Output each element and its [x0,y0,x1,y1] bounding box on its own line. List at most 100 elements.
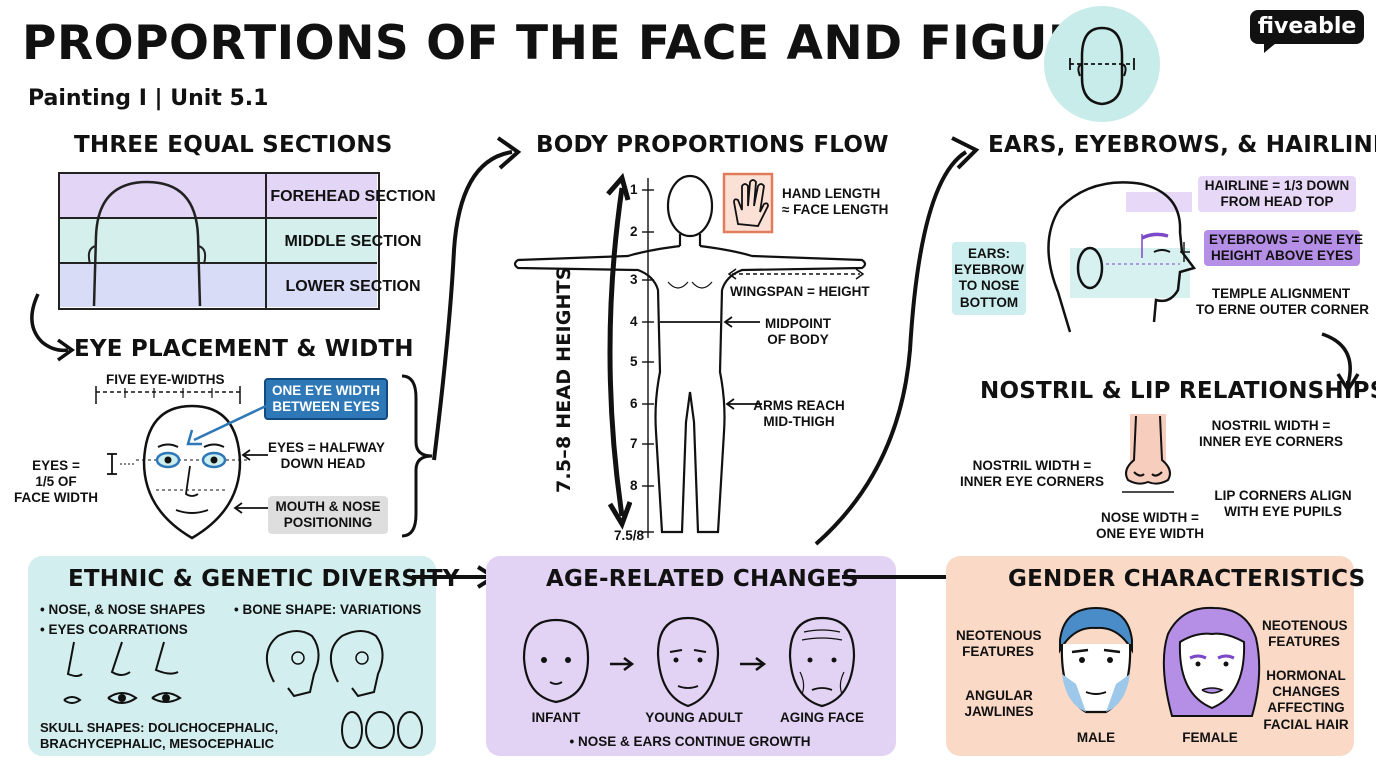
tick-label: 7 [630,436,638,451]
eyes-halfway-label: EYES = HALFWAY DOWN HEAD [268,440,385,472]
ears-title: EARS, EYEBROWS, & HAIRLINE [988,132,1376,158]
eyes-fifth-line3: FACE WIDTH [14,490,98,506]
middle-band [60,219,377,264]
aging-face-label: AGING FACE [780,710,865,725]
hairline-line2: FROM HEAD TOP [1220,194,1334,210]
arms-line1: ARMS REACH [753,398,845,413]
eyes-halfway-line1: EYES = HALFWAY [268,440,385,455]
forehead-section-label: FOREHEAD SECTION [265,174,439,219]
lip-line1: LIP CORNERS ALIGN [1214,488,1352,503]
young-adult-label: YOUNG ADULT [645,710,743,725]
nostril-right-line2: INNER EYE CORNERS [1198,434,1344,450]
angular-line2: JAWLINES [964,704,1034,720]
lower-section-label: LOWER SECTION [265,264,439,309]
angular-label: ANGULAR JAWLINES [960,688,1038,720]
nose-width-line2: ONE EYE WIDTH [1095,526,1204,542]
eyes-halfway-line2: DOWN HEAD [280,456,366,472]
hormonal-line1: HORMONAL [1266,668,1346,683]
ears-line3: TO NOSE [958,278,1020,294]
hairline-badge: HAIRLINE = 1/3 DOWN FROM HEAD TOP [1198,176,1356,213]
page-subtitle: Painting I | Unit 5.1 [28,86,269,111]
skull-icon [266,630,384,698]
nose-icon [1122,414,1174,493]
height-ruler-icon [642,178,654,538]
gender-panel [946,556,1354,756]
midpoint-line1: MIDPOINT [765,316,831,331]
nostril-left-line2: INNER EYE CORNERS [959,474,1105,490]
female-label: FEMALE [1182,730,1238,745]
nostril-left-label: NOSTRIL WIDTH = INNER EYE CORNERS [958,458,1106,490]
front-face-icon [136,404,248,540]
ethnic-bullet-2: • EYES COARRATIONS [40,622,188,637]
hand-line1: HAND LENGTH [782,186,881,201]
flow-arrow-icon [432,136,522,461]
hand-length-label: HAND LENGTH ≈ FACE LENGTH [782,186,888,218]
wingspan-arrow-icon [727,268,865,280]
mouth-nose-line2: POSITIONING [283,515,373,531]
small-arrow-icon [725,398,762,410]
angular-line1: ANGULAR [965,688,1033,703]
nostril-right-label: NOSTRIL WIDTH = INNER EYE CORNERS [1196,418,1346,450]
tick-label: 3 [630,272,638,287]
nose-width-label: NOSE WIDTH = ONE EYE WIDTH [1086,510,1214,542]
human-figure-icon [513,174,867,534]
five-eye-widths-label: FIVE EYE-WIDTHS [106,372,225,387]
neo-left-label: NEOTENOUS FEATURES [956,628,1042,660]
one-eye-between-badge: ONE EYE WIDTH BETWEEN EYES [264,378,388,421]
hormonal-line2: CHANGES [1272,684,1340,700]
small-arrow-icon [723,316,760,328]
tick-label: 2 [630,224,638,239]
ethnic-bullet-3: • BONE SHAPE: VARIATIONS [234,602,422,617]
tick-label: 7.5/8 [614,528,645,543]
skull-line1: SKULL SHAPES: DOLICHOCEPHALIC, [40,720,279,735]
eyebrows-line2: HEIGHT ABOVE EYES [1210,248,1354,264]
body-flow-title: BODY PROPORTIONS FLOW [536,132,889,158]
hormonal-line4: FACIAL HAIR [1263,716,1349,732]
middle-section-label: MIDDLE SECTION [265,219,439,264]
neo-left-line2: FEATURES [962,644,1034,660]
face-measure-icon [1044,6,1160,122]
male-female-faces-icon [1059,606,1261,717]
age-note: • NOSE & EARS CONTINUE GROWTH [569,734,811,749]
neo-right-label: NEOTENOUS FEATURES [1262,618,1348,650]
arms-line2: MID-THIGH [763,414,835,430]
hormonal-label: HORMONAL CHANGES AFFECTING FACIAL HAIR [1262,668,1350,733]
profile-head-icon [1047,181,1197,333]
temple-line2: TO ERNE OUTER CORNER [1196,302,1370,318]
gender-title: GENDER CHARACTERISTICS [1008,566,1366,592]
fiveable-logo[interactable]: fiveable [1250,10,1364,53]
skull-line2: BRACHYCEPHALIC, MESOCEPHALIC [40,735,275,751]
nostril-right-line1: NOSTRIL WIDTH = [1211,418,1331,433]
neo-left-line1: NEOTENOUS [956,628,1042,643]
ears-line1: EARS: [967,246,1010,261]
pointer-arrow-icon [186,404,267,446]
eye-placement-title: EYE PLACEMENT & WIDTH [74,336,414,362]
nose-eye-shapes-icon [63,641,182,704]
neo-right-line1: NEOTENOUS [1262,618,1348,633]
skull-ovals-icon [341,711,423,749]
infant-label: INFANT [531,710,581,725]
head-outline-icon [87,180,207,307]
temple-label: TEMPLE ALIGNMENT TO ERNE OUTER CORNER [1196,286,1370,318]
three-sections-grid: FOREHEAD SECTION MIDDLE SECTION LOWER SE… [58,172,436,310]
wingspan-label: WINGSPAN = HEIGHT [730,284,870,299]
mouth-nose-badge: MOUTH & NOSE POSITIONING [268,496,388,535]
male-label: MALE [1076,730,1116,745]
age-faces-icon [522,616,856,708]
hand-icon [722,172,774,234]
ethnic-title: ETHNIC & GENETIC DIVERSITY [68,566,460,592]
eyes-fifth-label: EYES = 1/5 OF FACE WIDTH [12,458,100,507]
tick-label: 1 [630,182,638,197]
hairline-line1: HAIRLINE = 1/3 DOWN [1204,178,1350,193]
lip-corners-label: LIP CORNERS ALIGN WITH EYE PUPILS [1210,488,1356,520]
eye-height-marker-icon [107,453,136,475]
eyes-fifth-line2: 1/5 OF [35,474,77,490]
tick-label: 6 [630,396,638,411]
curved-arrow-icon [1321,332,1360,394]
lip-line2: WITH EYE PUPILS [1224,504,1342,520]
forehead-band [60,174,377,219]
flow-arrow-icon [814,136,980,546]
ethnic-bullet-1: • NOSE, & NOSE SHAPES [40,602,206,617]
age-panel [486,556,896,756]
small-arrow-icon [241,449,268,461]
